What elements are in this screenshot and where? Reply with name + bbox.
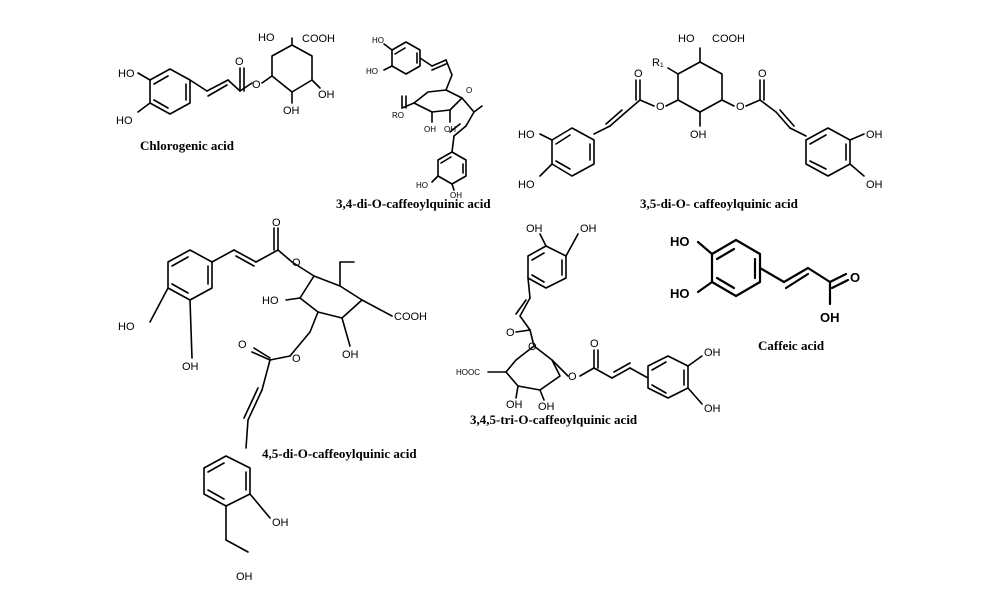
di34-ho-top2: HO xyxy=(366,67,378,76)
di45-o-top: O xyxy=(272,217,281,229)
di34-ho-bot2: OH xyxy=(450,191,462,200)
structure-4-5-di-o-caffeoylquinic-acid: O O HO COOH OH HO OH O O OH OH 4,5-di-O-… xyxy=(118,217,427,583)
caffeic-oh: OH xyxy=(820,310,840,325)
structure-3-5-di-o-caffeoylquinic-acid: HO COOH R₁ O O O O OH HO HO OH OH 3,5-di… xyxy=(518,33,883,211)
tri345-oh-top2: OH xyxy=(580,223,597,235)
chlorogenic-ho-quinic: HO xyxy=(258,32,275,44)
tri345-hooc: HOOC xyxy=(456,368,480,377)
di34-oh-1: OH xyxy=(424,125,436,134)
tri345-oh-b: OH xyxy=(538,401,555,413)
structure-3-4-di-o-caffeoylquinic-acid: HO HO RO O OH OH HO OH 3,4-di-O-caffeoyl… xyxy=(336,36,491,211)
di34-oh-2: OH xyxy=(444,125,456,134)
di45-caption: 4,5-di-O-caffeoylquinic acid xyxy=(262,446,417,461)
caffeic-ho-2: HO xyxy=(670,286,690,301)
di34-ro: RO xyxy=(392,111,404,120)
caffeic-o: O xyxy=(850,270,860,285)
tri345-caption: 3,4,5-tri-O-caffeoylquinic acid xyxy=(470,412,638,427)
di45-cooh: COOH xyxy=(394,311,427,323)
di45-ho-left: HO xyxy=(118,321,135,333)
di34-ho-top1: HO xyxy=(372,36,384,45)
di35-oh-mid: OH xyxy=(690,129,707,141)
di45-oh-left: OH xyxy=(182,361,199,373)
chlorogenic-cooh: COOH xyxy=(302,33,335,45)
structure-chlorogenic-acid: HO HO O O HO COOH OH OH Chlorogenic acid xyxy=(116,32,335,153)
di34-ho-bot1: HO xyxy=(416,181,428,190)
di45-oh-bot1: OH xyxy=(272,517,289,529)
di45-o-ester-lower: O xyxy=(292,353,301,365)
di35-o-left-ester: O xyxy=(656,101,665,113)
chlorogenic-ho-top: HO xyxy=(118,68,135,80)
di34-caption: 3,4-di-O-caffeoylquinic acid xyxy=(336,196,491,211)
tri345-oh-right2: OH xyxy=(704,403,721,415)
di35-o-right-ester: O xyxy=(736,101,745,113)
caffeic-ho-1: HO xyxy=(670,234,690,249)
chlorogenic-acid-caption: Chlorogenic acid xyxy=(140,138,235,153)
di35-cooh: COOH xyxy=(712,33,745,45)
chlorogenic-ho-bottom: HO xyxy=(116,115,133,127)
tri345-oh-a: OH xyxy=(506,399,523,411)
di45-o-ester-top: O xyxy=(292,257,301,269)
di45-o-ester-carbonyl: O xyxy=(238,339,247,351)
di45-ho-quinic: HO xyxy=(262,295,279,307)
tri345-o-right-ester: O xyxy=(568,371,577,383)
di35-ho: HO xyxy=(678,33,695,45)
structure-3-4-5-tri-o-caffeoylquinic-acid: OH OH O O HOOC OH OH O O OH OH 3,4,5-tri… xyxy=(456,223,721,427)
di35-oh-right1: OH xyxy=(866,129,883,141)
di35-oh-right2: OH xyxy=(866,179,883,191)
di35-caption: 3,5-di-O- caffeoylquinic acid xyxy=(640,196,799,211)
di45-oh-bot2: OH xyxy=(236,571,253,583)
di45-oh-quinic: OH xyxy=(342,349,359,361)
chlorogenic-ester-o: O xyxy=(252,79,261,91)
di34-o-ring: O xyxy=(466,86,472,95)
chlorogenic-carbonyl-o: O xyxy=(235,56,244,68)
tri345-oh-right1: OH xyxy=(704,347,721,359)
structure-caffeic-acid: HO HO O OH Caffeic acid xyxy=(670,234,860,353)
tri345-o-right-carbonyl: O xyxy=(590,338,599,350)
chlorogenic-oh-right: OH xyxy=(318,89,335,101)
tri345-oh-top1: OH xyxy=(526,223,543,235)
di35-r1: R₁ xyxy=(652,57,664,69)
chlorogenic-oh-bottom: OH xyxy=(283,105,300,117)
di35-ho-left2: HO xyxy=(518,179,535,191)
di35-ho-left1: HO xyxy=(518,129,535,141)
caffeic-acid-caption: Caffeic acid xyxy=(758,338,825,353)
di35-o-left-carbonyl: O xyxy=(634,68,643,80)
tri345-o-mid: O xyxy=(528,341,537,353)
tri345-o-carbonyl: O xyxy=(506,327,515,339)
di35-o-right-carbonyl: O xyxy=(758,68,767,80)
